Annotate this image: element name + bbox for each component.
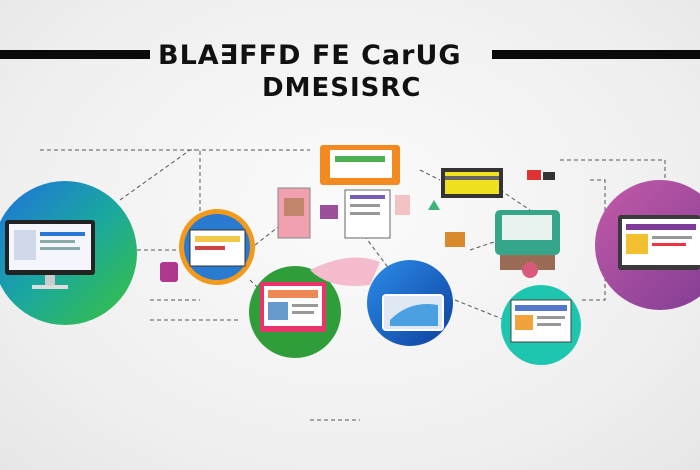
diagram-shape	[626, 224, 696, 230]
diagram-shape	[292, 311, 314, 314]
diagram-shape	[45, 275, 55, 285]
diagram-shape	[537, 316, 565, 319]
diagram-shape	[502, 215, 552, 240]
diagram-shape	[395, 195, 410, 215]
diagram-shape	[652, 236, 692, 239]
diagram-shape	[454, 299, 506, 321]
diagram-shape	[320, 205, 338, 219]
diagram-shape	[390, 304, 438, 326]
diagram-shape	[40, 240, 75, 243]
diagram-shape	[543, 172, 555, 180]
diagram-shape	[515, 305, 567, 311]
diagram-shape	[350, 212, 380, 215]
diagram-shape	[350, 195, 385, 199]
diagram-shape	[522, 262, 538, 278]
diagram-shape	[499, 189, 531, 211]
diagram-shape	[469, 239, 501, 251]
diagram-shape	[40, 149, 201, 230]
machine-icon	[495, 210, 560, 278]
page-subtitle: DMESISRC	[262, 73, 422, 103]
title-bar-right	[492, 50, 700, 59]
diagram-shape	[652, 243, 686, 246]
diagram-shape	[626, 234, 648, 254]
page-title: BLA∃FFD FE CarUG	[158, 40, 462, 71]
diagram-shape	[428, 200, 440, 210]
diagram-shape	[330, 150, 392, 178]
diagram-shape	[119, 149, 310, 201]
diagram-shape	[515, 315, 533, 330]
diagram-shape	[195, 236, 240, 242]
diagram-shape	[40, 232, 85, 236]
diagram-shape	[335, 156, 385, 162]
diagram-shape	[284, 198, 304, 216]
diagram-shape	[445, 176, 499, 180]
monitor-icon-left	[5, 220, 95, 289]
center-cluster	[277, 145, 410, 286]
diagram-shape	[580, 179, 606, 301]
diagram-shape	[350, 204, 380, 207]
diagram-shape	[268, 290, 318, 298]
diagram-shape	[419, 169, 441, 181]
diagram-shape	[195, 246, 225, 250]
coffee-icon	[445, 232, 465, 247]
diagram-shape	[560, 159, 666, 200]
title-bar-left	[0, 50, 150, 59]
diagram-shape	[32, 285, 68, 289]
diagram-shape	[292, 304, 318, 307]
diagram-shape	[527, 170, 541, 180]
diagram-shape	[445, 172, 499, 194]
cup-icon	[160, 262, 178, 282]
diagram-shape	[14, 230, 36, 260]
diagram-shape	[268, 302, 288, 320]
diagram-shape	[40, 247, 80, 250]
diagram-shape	[537, 323, 561, 326]
diagram-shape	[310, 257, 380, 286]
